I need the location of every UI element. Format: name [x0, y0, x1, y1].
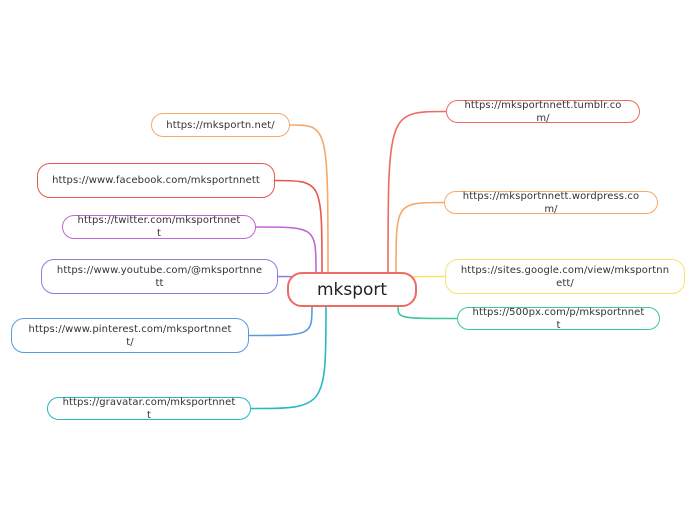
central-topic[interactable]: mksport [287, 272, 417, 307]
branch-twitter[interactable]: https://twitter.com/mksportnnett [62, 215, 256, 239]
connector-left-2 [255, 226, 317, 273]
branch-youtube[interactable]: https://www.youtube.com/@mksportnnett [41, 259, 278, 294]
connector-left-5 [250, 305, 327, 410]
branch-gravatar[interactable]: https://gravatar.com/mksportnnett [47, 397, 251, 421]
connector-right-0 [387, 110, 447, 273]
branch-500px[interactable]: https://500px.com/p/mksportnnett [457, 307, 660, 331]
branch-google-sites[interactable]: https://sites.google.com/view/mksportnne… [445, 259, 685, 294]
branch-mksportn-net[interactable]: https://mksportn.net/ [151, 113, 290, 137]
connector-right-3 [397, 305, 458, 320]
connector-right-1 [395, 201, 445, 273]
branch-facebook[interactable]: https://www.facebook.com/mksportnnett [37, 163, 275, 198]
connector-left-0 [289, 124, 329, 273]
connector-left-4 [248, 305, 313, 337]
branch-wordpress[interactable]: https://mksportnnett.wordpress.com/ [444, 191, 658, 215]
connector-left-1 [274, 179, 323, 273]
branch-tumblr[interactable]: https://mksportnnett.tumblr.com/ [446, 100, 640, 124]
branch-pinterest[interactable]: https://www.pinterest.com/mksportnnett/ [11, 318, 249, 353]
